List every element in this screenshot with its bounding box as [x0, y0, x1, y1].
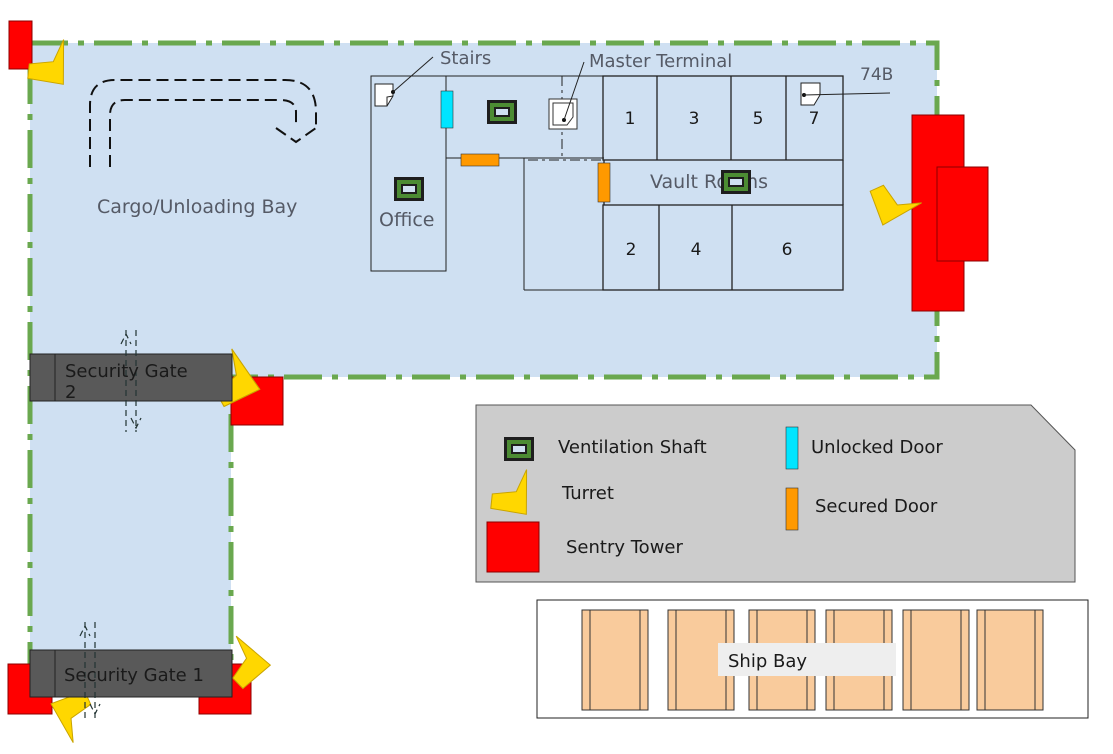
sentry-tower-icon [486, 521, 540, 573]
unlocked-door-icon [785, 426, 799, 470]
ventilation-shaft-icon [487, 100, 517, 124]
security-gate-1: Security Gate 1 [29, 622, 233, 718]
security-gate-2-number: 2 [65, 382, 76, 403]
vault-2: 2 [626, 240, 637, 260]
secured-door-icon [785, 487, 799, 531]
legend-sentry-tower: Sentry Tower [566, 537, 683, 558]
security-gate-2-label: Security Gate [65, 361, 188, 382]
vault-block [602, 75, 844, 291]
vault-6: 6 [782, 240, 793, 260]
cargo-bay-label: Cargo/Unloading Bay [97, 196, 297, 218]
sentry-tower-icon [936, 166, 989, 262]
legend-secured-door: Secured Door [815, 496, 938, 517]
ship-bay: Ship Bay [536, 599, 1089, 719]
unlocked-door-icon [440, 90, 454, 129]
ventilation-shaft-icon [504, 437, 534, 461]
arrow-icon [89, 79, 317, 167]
security-gate-1-label: Security Gate 1 [64, 665, 204, 686]
legend: Ventilation Shaft Turret Sentry Tower Un… [475, 404, 1076, 583]
perimeter-fence [27, 40, 940, 680]
vault-7: 7 [809, 109, 820, 129]
sentry-tower-icon [8, 20, 33, 70]
stairs-icon [374, 83, 395, 107]
ventilation-shaft-icon [394, 177, 424, 201]
cargo-crate [581, 609, 649, 711]
ship-bay-label: Ship Bay [728, 651, 807, 672]
terminal-icon [548, 98, 578, 130]
secured-door-icon [597, 162, 611, 203]
legend-ventilation-shaft: Ventilation Shaft [558, 437, 707, 458]
vault-5: 5 [753, 109, 764, 129]
vault-1: 1 [625, 109, 636, 129]
vault-3: 3 [689, 109, 700, 129]
legend-unlocked-door: Unlocked Door [811, 437, 943, 458]
vault-4: 4 [691, 240, 702, 260]
security-gate-2: Security Gate 2 [29, 330, 233, 432]
vault-numbers: 1 3 5 7 2 4 6 [625, 109, 820, 260]
master-terminal-label: Master Terminal [589, 51, 732, 72]
stairs-label: Stairs [440, 48, 491, 69]
legend-turret: Turret [561, 483, 614, 504]
room-74b-label: 74B [860, 65, 893, 85]
secured-door-icon [460, 153, 500, 167]
office-label: Office [379, 209, 434, 231]
stairs-icon [800, 82, 821, 106]
ventilation-shaft-icon [721, 170, 751, 194]
cargo-crate [902, 609, 970, 711]
cargo-crate [976, 609, 1044, 711]
